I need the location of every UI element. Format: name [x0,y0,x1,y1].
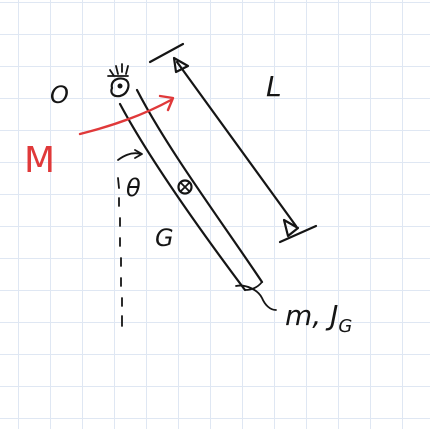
length-extension-top [148,42,185,64]
mass-inertia-label: m, JG [285,299,352,337]
property-leader-line [235,284,277,311]
length-dimension-line [175,60,298,228]
mass-inertia-text: m, J [285,299,338,332]
center-of-mass-marker [177,179,193,195]
length-extension-bottom [278,224,318,244]
theta-arc [117,152,142,161]
theta-label: θ [126,174,141,202]
moment-arrowhead [158,94,175,112]
length-label: L [266,70,282,103]
pivot-pin [107,63,130,98]
theta-arc-arrowhead [134,149,143,159]
vertical-reference-line [117,177,123,327]
rod-outline [118,88,264,292]
length-arrowhead-bottom [282,218,300,238]
rod-end-cap [244,281,263,291]
moment-label: M [24,140,55,181]
length-arrowhead-top [172,56,190,74]
origin-label: O [50,81,69,109]
center-of-mass-label: G [155,224,174,252]
inertia-subscript: G [338,316,352,337]
moment-arrow-arc [78,98,173,136]
